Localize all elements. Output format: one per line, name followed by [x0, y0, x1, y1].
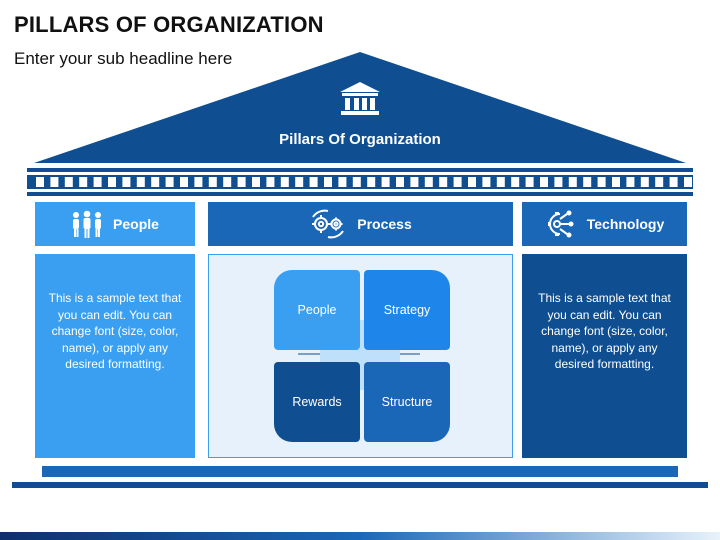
- beam-square: [352, 177, 361, 187]
- pillar-process-label: Process: [357, 216, 412, 232]
- beam-square: [439, 177, 448, 187]
- beam-square: [338, 177, 347, 187]
- beam-square: [540, 177, 548, 187]
- beam-top-line: [27, 168, 693, 172]
- pillar-technology-header: Technology: [522, 202, 687, 246]
- beam-square: [597, 177, 606, 187]
- beam-square: [453, 177, 462, 187]
- beam-square: [266, 177, 275, 187]
- roof-triangle: [34, 52, 686, 163]
- beam-square: [612, 177, 620, 187]
- beam-square: [122, 177, 131, 187]
- beam-square: [93, 177, 102, 187]
- beam-square: [237, 177, 246, 187]
- beam-square: [50, 177, 59, 187]
- beam-square: [252, 177, 260, 187]
- beam-square: [381, 177, 390, 187]
- beam-square: [223, 177, 232, 187]
- people-group-icon: [73, 210, 102, 238]
- pillar-people-label: People: [113, 216, 159, 232]
- roof-title: Pillars Of Organization: [279, 131, 441, 148]
- beam-square: [108, 177, 116, 187]
- pillar-people-body: This is a sample text that you can edit.…: [35, 254, 195, 458]
- pillar-people-text: This is a sample text that you can edit.…: [48, 291, 182, 371]
- bank-building-icon: [340, 82, 380, 115]
- beam-square: [151, 177, 160, 187]
- beam-square: [640, 177, 649, 187]
- pillar-process-header: Process: [208, 202, 513, 246]
- beam-square: [568, 177, 577, 187]
- pillar-technology-body: This is a sample text that you can edit.…: [522, 254, 687, 458]
- foundation-step: [42, 466, 678, 477]
- beam-square: [626, 177, 635, 187]
- beam-square: [64, 177, 73, 187]
- beam-square: [554, 177, 563, 187]
- beam-square: [208, 177, 217, 187]
- beam-square: [309, 177, 318, 187]
- page-title: PILLARS OF ORGANIZATION: [14, 12, 324, 37]
- roof-graphic: [27, 52, 693, 196]
- beam-square: [396, 177, 404, 187]
- beam-square: [525, 177, 534, 187]
- beam-square: [165, 177, 174, 187]
- beam-square: [496, 177, 505, 187]
- beam-square: [324, 177, 332, 187]
- page-subtitle: Enter your sub headline here: [14, 49, 233, 68]
- pillar-people-header: People: [35, 202, 195, 246]
- beam-square: [280, 177, 289, 187]
- beam-square: [79, 177, 88, 187]
- beam-square: [468, 177, 476, 187]
- beam-square: [180, 177, 188, 187]
- quadrant-rewards: Rewards: [274, 362, 360, 442]
- beam-square: [511, 177, 520, 187]
- beam-square: [410, 177, 419, 187]
- beam-square: [482, 177, 491, 187]
- beam-square: [669, 177, 678, 187]
- beam-squares: [36, 177, 692, 187]
- beam-square: [367, 177, 376, 187]
- beam-square: [194, 177, 203, 187]
- beam-square: [36, 177, 44, 187]
- beam-square: [684, 177, 692, 187]
- pillar-technology-label: Technology: [586, 216, 665, 232]
- beam-square: [424, 177, 433, 187]
- foundation-line: [12, 482, 708, 488]
- quadrant-people: People: [274, 270, 360, 350]
- quadrant-structure: Structure: [364, 362, 450, 442]
- beam-square: [295, 177, 304, 187]
- pillar-technology-text: This is a sample text that you can edit.…: [538, 291, 671, 371]
- beam-square: [655, 177, 664, 187]
- beam-square: [136, 177, 145, 187]
- beam-square: [583, 177, 592, 187]
- tech-gear-icon: [547, 210, 574, 238]
- quadrant-strategy: Strategy: [364, 270, 450, 350]
- beam-bottom-line: [27, 192, 693, 196]
- footer-gradient-bar: [0, 532, 720, 540]
- gears-cycle-icon: [312, 209, 345, 239]
